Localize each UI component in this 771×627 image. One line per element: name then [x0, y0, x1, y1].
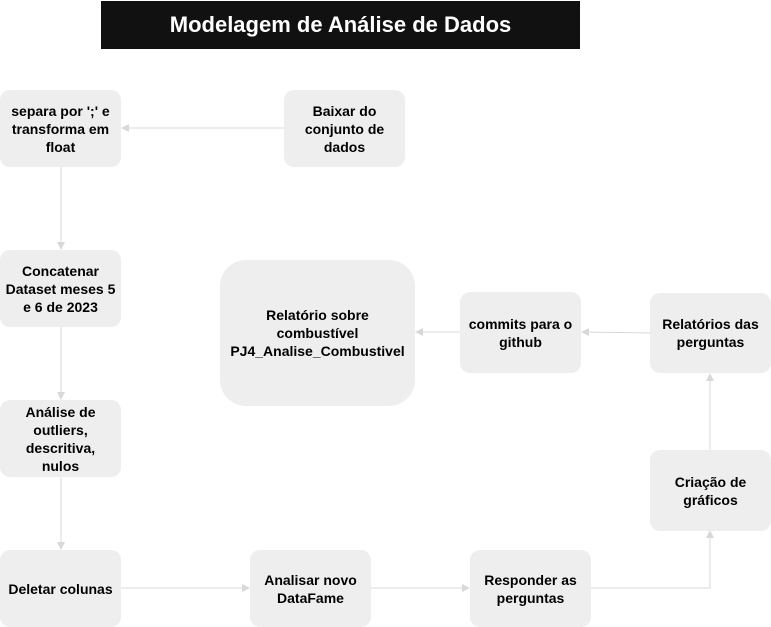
connector-relatorios-commits [581, 328, 651, 337]
node-relatorio-combustivel[interactable]: Relatório sobre combustível PJ4_Analise_… [220, 260, 415, 406]
node-analisar-novo-dataframe[interactable]: Analisar novo DataFame [250, 550, 371, 627]
node-responder-perguntas[interactable]: Responder as perguntas [470, 550, 591, 627]
node-criacao-graficos[interactable]: Criação de gráficos [650, 450, 771, 531]
connector-responder-criacao [591, 530, 714, 589]
node-commits-github[interactable]: commits para o github [460, 292, 581, 373]
node-baixar-dataset[interactable]: Baixar do conjunto de dados [284, 90, 405, 167]
node-separa-transforma[interactable]: separa por ';' e transforma em float [0, 90, 121, 167]
node-analise-outliers[interactable]: Análise de outliers, descritiva, nulos [0, 400, 121, 477]
node-deletar-colunas[interactable]: Deletar colunas [0, 550, 121, 627]
node-concatenar[interactable]: Concatenar Dataset meses 5 e 6 de 2023 [0, 250, 121, 327]
node-relatorios-perguntas[interactable]: Relatórios das perguntas [650, 293, 771, 373]
diagram-title: Modelagem de Análise de Dados [101, 1, 580, 49]
